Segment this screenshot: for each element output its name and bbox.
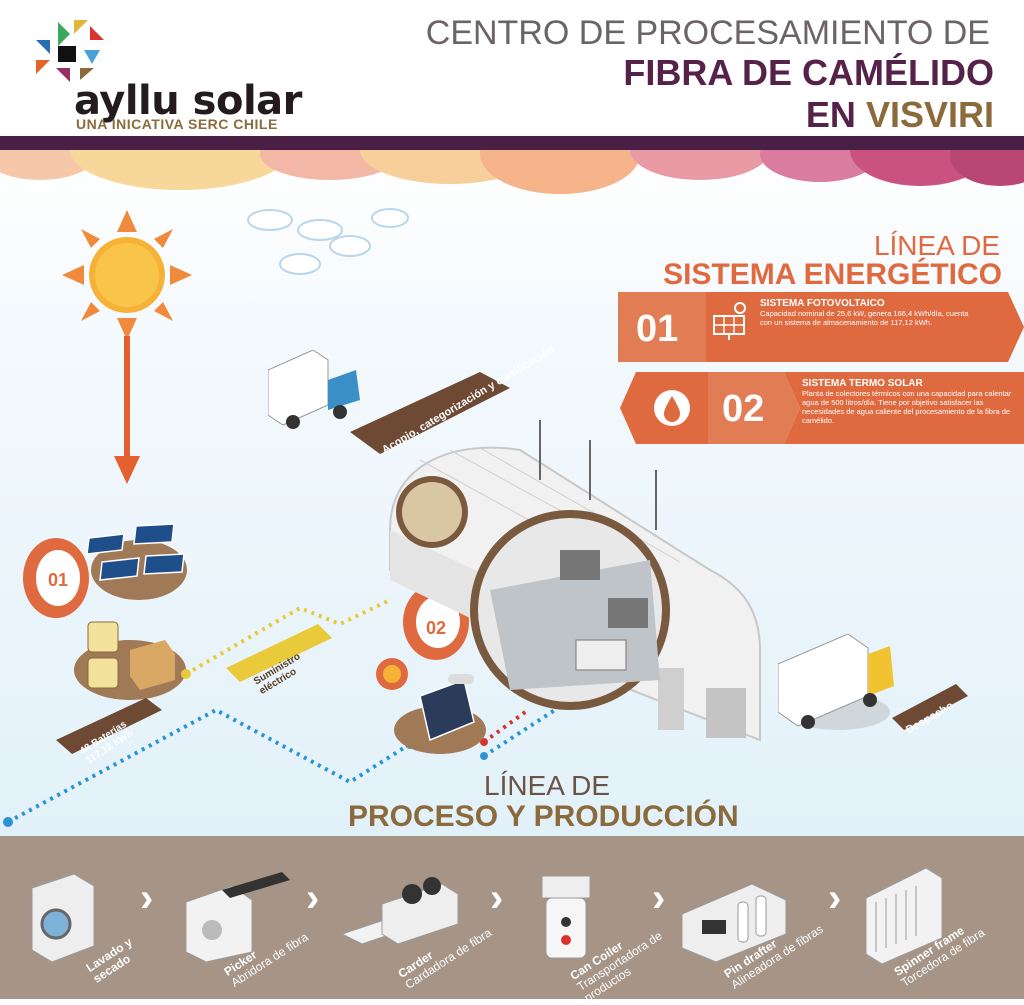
title-en: EN [805, 94, 856, 135]
logo-name: ayllu solar [74, 78, 302, 124]
energy-card-02-title: SISTEMA TERMO SOLAR [802, 378, 923, 389]
water-drop-icon [654, 390, 690, 426]
pin-drafter-icon [682, 883, 787, 962]
energy-section-title: SISTEMA ENERGÉTICO [663, 258, 1002, 291]
washing-machine-icon [31, 874, 95, 962]
sun-energy-arrow [114, 336, 140, 484]
marker-01-icon [23, 538, 89, 618]
solar-panels-icon [86, 523, 187, 600]
scallop-decoration [0, 150, 1024, 194]
step-arrow-5-icon: › [828, 876, 842, 920]
header-divider [0, 136, 1024, 150]
solar-thermal-collector-icon [376, 658, 486, 754]
energy-card-02-number: 02 [722, 388, 765, 430]
batteries-banner [56, 698, 162, 754]
delivery-truck-icon [268, 350, 360, 429]
logo-tagline: UNA INICATIVA SERC CHILE [76, 116, 278, 132]
energy-card-01-title: SISTEMA FOTOVOLTAICO [760, 298, 885, 309]
solar-panel-icon [713, 302, 746, 340]
energy-section-pretitle: LÍNEA DE [873, 230, 1000, 261]
acopio-banner [350, 372, 510, 454]
step-arrow-2-icon: › [306, 876, 320, 920]
step-arrow-4-icon: › [652, 876, 666, 920]
header: ayllu solar UNA INICATIVA SERC CHILE CEN… [0, 0, 1024, 138]
ayllu-logo-mark-icon [36, 20, 104, 82]
title-line-2: FIBRA DE CAMÉLIDO [623, 52, 994, 93]
scene: Acopio, categorización y clasificación L… [0, 150, 1024, 836]
processing-building-icon [389, 420, 761, 742]
marker-01-label: 01 [48, 570, 69, 590]
spinner-frame-icon [866, 868, 943, 964]
energy-card-01-bg [618, 292, 1024, 362]
battery-room-icon [74, 621, 186, 700]
energy-card-02-desc: Planta de colectores térmicos con una ca… [802, 389, 1012, 425]
marker-02-label: 02 [426, 618, 447, 638]
energy-card-01-number: 01 [636, 308, 679, 350]
process-section-pretitle: LÍNEA DE [484, 770, 611, 801]
process-section-title: PROCESO Y PRODUCCIÓN [348, 800, 739, 833]
title-line-1: CENTRO DE PROCESAMIENTO DE [425, 14, 990, 52]
step-arrow-3-icon: › [490, 876, 504, 920]
energy-card-01-text: SISTEMA FOTOVOLTAICO Capacidad nominal d… [760, 298, 980, 327]
title-line-3: EN VISVIRI [806, 94, 994, 136]
picker-machine-icon [185, 872, 290, 962]
supply-banner [226, 624, 332, 682]
clouds-icon [247, 208, 409, 275]
process-band: › › › › › Lavado y se [0, 836, 1024, 1005]
dispatch-truck-icon [778, 634, 894, 730]
title-visviri: VISVIRI [865, 94, 994, 135]
dispatch-banner [892, 684, 968, 730]
energy-card-01-desc: Capacidad nominal de 25,6 kW, genera 166… [760, 309, 969, 327]
energy-card-02-text: SISTEMA TERMO SOLAR Planta de colectores… [802, 378, 1016, 425]
sun-icon [62, 210, 192, 340]
step-arrow-1-icon: › [140, 876, 154, 920]
carder-machine-icon [342, 877, 459, 945]
can-coiler-icon [541, 876, 591, 959]
